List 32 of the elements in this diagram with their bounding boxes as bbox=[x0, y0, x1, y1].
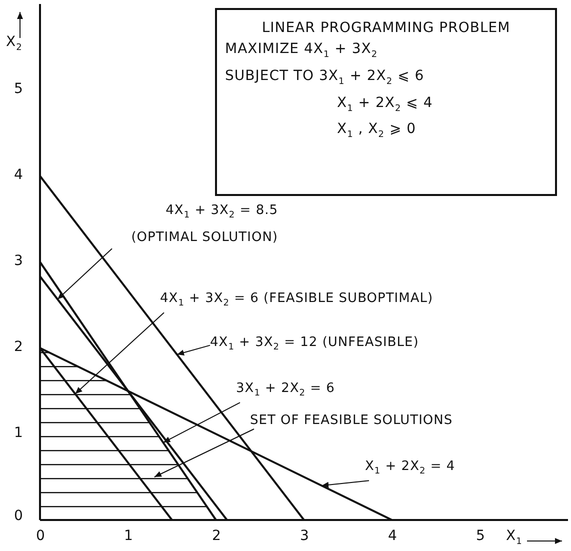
tick-label: 1 bbox=[14, 425, 24, 442]
problem-title: LINEAR PROGRAMMING PROBLEM bbox=[260, 19, 512, 37]
leader-arrow bbox=[176, 344, 210, 356]
axis-label: X$_{2}$ bbox=[6, 34, 22, 55]
leader-arrow bbox=[57, 248, 112, 300]
leader-arrow bbox=[162, 402, 240, 444]
tick-label: 2 bbox=[14, 339, 24, 356]
equation-label: 3X$_{1}$ + 2X$_{2}$ = 6 bbox=[236, 380, 335, 403]
constraint-text: X$_{1}$ + 2X$_{2}$ ⩽ 4 bbox=[337, 94, 433, 116]
axis-label: X$_{1}$ bbox=[506, 528, 522, 549]
constraint-text: X$_{1}$ , X$_{2}$ ⩾ 0 bbox=[337, 120, 416, 142]
leader-arrow bbox=[321, 480, 370, 488]
tick-label: 3 bbox=[14, 253, 24, 270]
tick-label: 5 bbox=[476, 528, 486, 545]
tick-label: 4 bbox=[388, 528, 398, 545]
tick-label: 5 bbox=[14, 81, 24, 98]
objective-text: MAXIMIZE 4X$_{1}$ + 3X$_{2}$ bbox=[225, 40, 378, 62]
tick-label: 4 bbox=[14, 167, 24, 184]
tick-label: 0 bbox=[14, 508, 24, 525]
constraint-line bbox=[39, 347, 173, 521]
tick-label: 2 bbox=[212, 528, 222, 545]
constraint-text: SUBJECT TO 3X$_{1}$ + 2X$_{2}$ ⩽ 6 bbox=[225, 66, 424, 89]
tick-label: 1 bbox=[124, 528, 134, 545]
equation-label: 4X$_{1}$ + 3X$_{2}$ = 8.5 (OPTIMAL SOLUTION) bbox=[108, 200, 278, 249]
tick-label: 0 bbox=[36, 528, 46, 545]
tick-label: 3 bbox=[300, 528, 310, 545]
leader-arrow bbox=[154, 428, 254, 478]
problem-box bbox=[215, 8, 557, 196]
equation-label: 4X$_{1}$ + 3X$_{2}$ = 12 (UNFEASIBLE) bbox=[210, 334, 419, 357]
equation-label: X$_{1}$ + 2X$_{2}$ = 4 bbox=[365, 458, 456, 481]
region-label: SET OF FEASIBLE SOLUTIONS bbox=[250, 412, 453, 429]
equation-label: 4X$_{1}$ + 3X$_{2}$ = 6 (FEASIBLE SUBOPTIMAL) bbox=[160, 290, 434, 313]
